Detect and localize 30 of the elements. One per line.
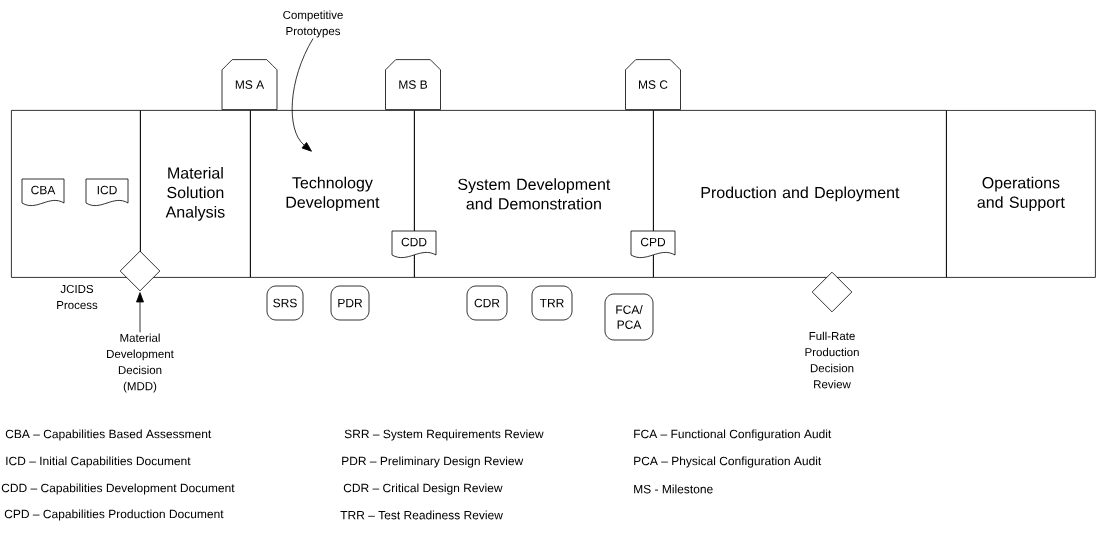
review-box: PDR [330, 285, 370, 321]
phase-box [11, 110, 141, 278]
abbreviation-text: CBA – Capabilities Based Assessment [5, 429, 212, 441]
review-box: CDR [466, 285, 508, 321]
milestone-tab: MS B [385, 59, 441, 110]
decision-diamond [119, 250, 161, 292]
abbreviation-text: ICD – Initial Capabilities Document [6, 456, 191, 468]
abbreviation-text: CPD – Capabilities Production Document [4, 509, 224, 521]
arrow [291, 38, 314, 152]
abbreviation-text: CDR – Critical Design Review [343, 483, 503, 495]
abbreviation-text: FCA – Functional Configuration Audit [634, 429, 832, 441]
caption-text: JCIDS Process [57, 284, 98, 310]
phase-box: Material Solution Analysis [140, 110, 251, 278]
abbreviation-text: MS - Milestone [634, 484, 713, 494]
arrow [136, 292, 144, 333]
note-text: Competitive Prototypes [283, 10, 343, 38]
abbreviation-text: PCA – Physical Configuration Audit [634, 456, 822, 468]
review-box: SRS [266, 285, 304, 321]
abbreviation-text: TRR – Test Readiness Review [340, 510, 503, 520]
phase-box: Operations and Support [946, 110, 1096, 278]
milestone-tab: MS C [625, 59, 681, 110]
caption-text: Full-Rate Production Decision Review [805, 331, 859, 389]
abbreviation-text: PDR – Preliminary Design Review [342, 456, 524, 468]
note-text: Material Development Decision (MDD) [107, 333, 174, 393]
review-box: TRR [531, 285, 573, 321]
abbreviation-text: SRR – System Requirements Review [344, 429, 544, 441]
review-box: FCA/ PCA [604, 293, 654, 341]
milestone-tab: MS A [221, 59, 278, 110]
abbreviation-text: CDD – Capabilities Development Document [1, 483, 235, 495]
decision-diamond [811, 271, 853, 313]
